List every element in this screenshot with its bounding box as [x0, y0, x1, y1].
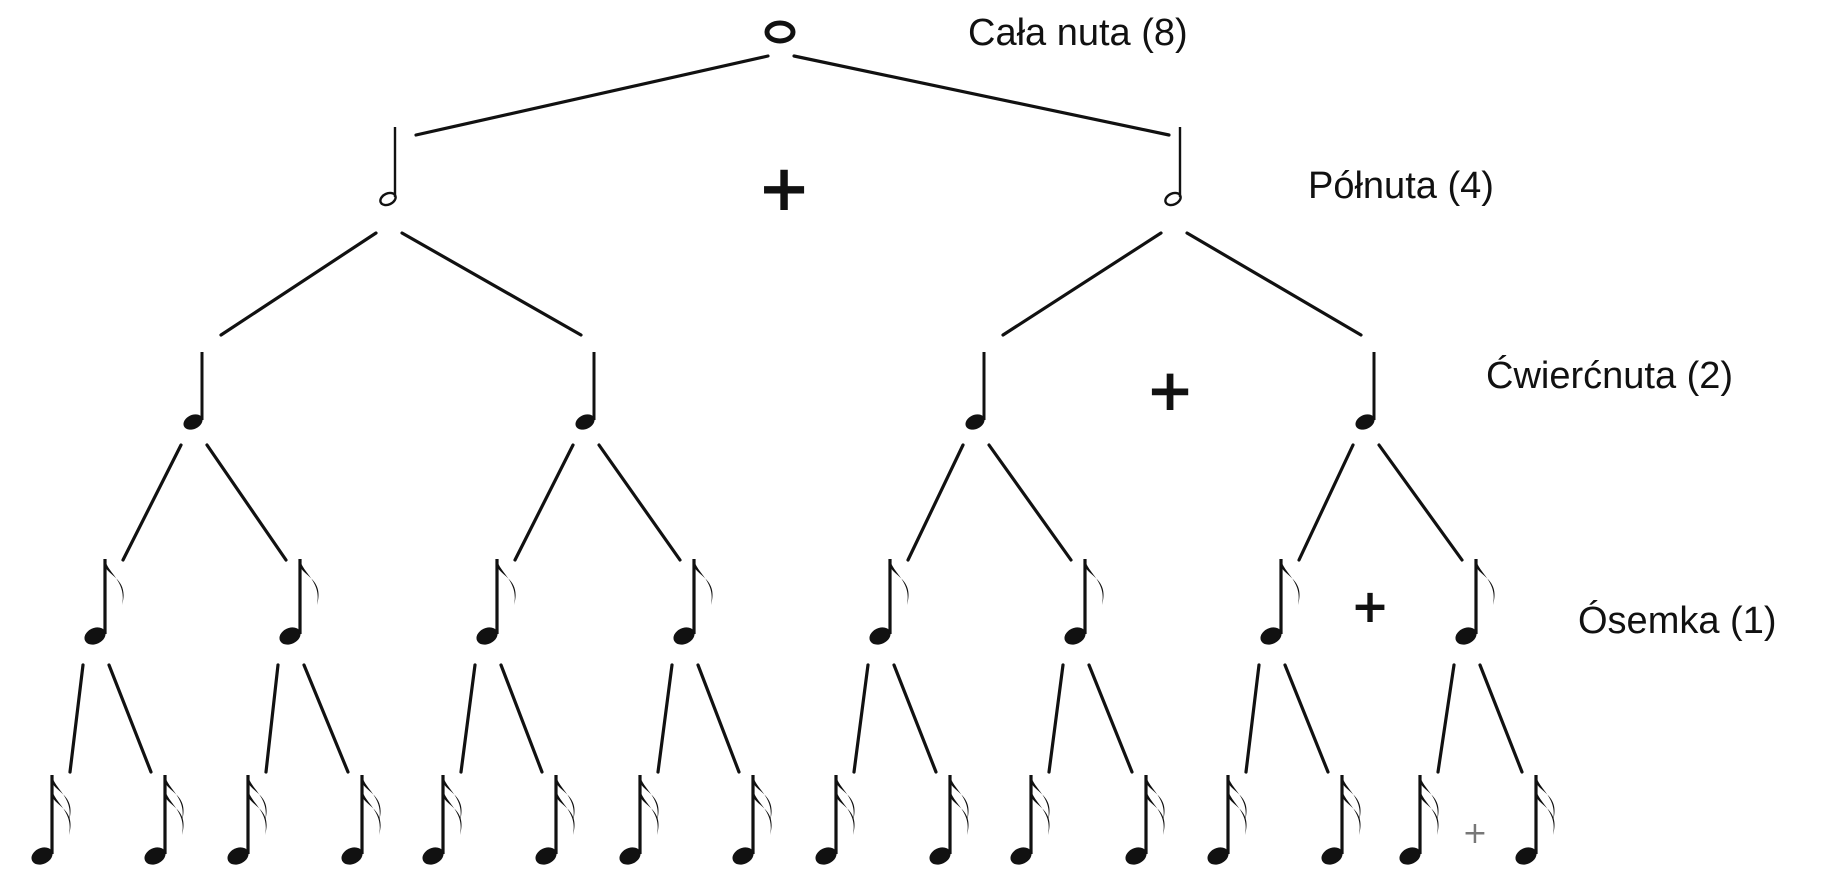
sixteenth-note-icon	[1125, 775, 1165, 865]
sixteenth-note-icon	[341, 775, 381, 865]
tree-edge	[302, 663, 350, 774]
sixteenth-note-icon	[815, 775, 855, 865]
eighth-note-icon	[1064, 559, 1104, 645]
sixteenth-note-icon	[929, 775, 969, 865]
tree-edge	[499, 663, 544, 774]
tree-edge	[219, 231, 378, 337]
eighth-note-icon	[1455, 559, 1495, 645]
tree-edge	[513, 443, 575, 562]
quarter-note-icon	[965, 352, 986, 430]
tree-edge	[414, 54, 770, 137]
tree-edge	[696, 663, 741, 774]
half-note-icon	[1164, 127, 1182, 207]
tree-edge	[1087, 663, 1134, 774]
tree-edge	[107, 663, 153, 774]
eighth-note-icon	[1260, 559, 1300, 645]
level-label-eighth-note: Ósemka (1)	[1578, 600, 1777, 642]
plus-sign-eighths: +	[1351, 579, 1390, 633]
tree-edge	[1185, 231, 1363, 337]
plus-sign-quarters: +	[1146, 356, 1195, 424]
tree-edge	[1001, 231, 1163, 337]
sixteenth-note-icon	[732, 775, 772, 865]
sixteenth-note-icon	[31, 775, 71, 865]
tree-edge	[1478, 663, 1524, 774]
tree-edge	[459, 663, 477, 774]
sixteenth-note-icon	[535, 775, 575, 865]
tree-edge	[656, 663, 674, 774]
level-label-whole-note: Cała nuta (8)	[968, 12, 1188, 54]
tree-edge	[121, 443, 183, 562]
tree-edge	[1283, 663, 1330, 774]
tree-edge	[68, 663, 85, 774]
eighth-note-icon	[84, 559, 124, 645]
quarter-note-icon	[183, 352, 204, 430]
level-label-quarter-note: Ćwierćnuta (2)	[1486, 355, 1734, 397]
plus-sign-sixteenths: +	[1462, 816, 1487, 851]
quarter-note-icon	[575, 352, 596, 430]
tree-edge	[1436, 663, 1456, 774]
tree-edge	[1244, 663, 1261, 774]
tree-edge	[987, 443, 1073, 562]
eighth-note-icon	[279, 559, 319, 645]
level-label-half-note: Półnuta (4)	[1308, 165, 1494, 207]
tree-edge	[906, 443, 965, 562]
tree-edge	[852, 663, 870, 774]
eighth-note-icon	[476, 559, 516, 645]
tree-edge	[792, 54, 1171, 137]
eighth-note-icon	[869, 559, 909, 645]
tree-edge	[400, 231, 583, 337]
tree-edge	[264, 663, 280, 774]
tree-edge	[597, 443, 682, 562]
sixteenth-note-icon	[144, 775, 184, 865]
plus-sign-halves: +	[757, 152, 811, 226]
tree-edge	[205, 443, 288, 562]
sixteenth-note-icon	[422, 775, 462, 865]
tree-edges	[68, 54, 1524, 774]
tree-notes	[31, 20, 1555, 865]
half-note-icon	[379, 127, 397, 207]
sixteenth-note-icon	[1010, 775, 1050, 865]
sixteenth-note-icon	[227, 775, 267, 865]
tree-edge	[892, 663, 938, 774]
tree-edge	[1047, 663, 1065, 774]
tree-edge	[1297, 443, 1355, 562]
sixteenth-note-icon	[1515, 775, 1555, 865]
sixteenth-note-icon	[1321, 775, 1361, 865]
sixteenth-note-icon	[1399, 775, 1439, 865]
sixteenth-note-icon	[619, 775, 659, 865]
eighth-note-icon	[673, 559, 713, 645]
whole-note-icon	[764, 20, 796, 44]
tree-edge	[1377, 443, 1464, 562]
quarter-note-icon	[1355, 352, 1376, 430]
sixteenth-note-icon	[1207, 775, 1247, 865]
